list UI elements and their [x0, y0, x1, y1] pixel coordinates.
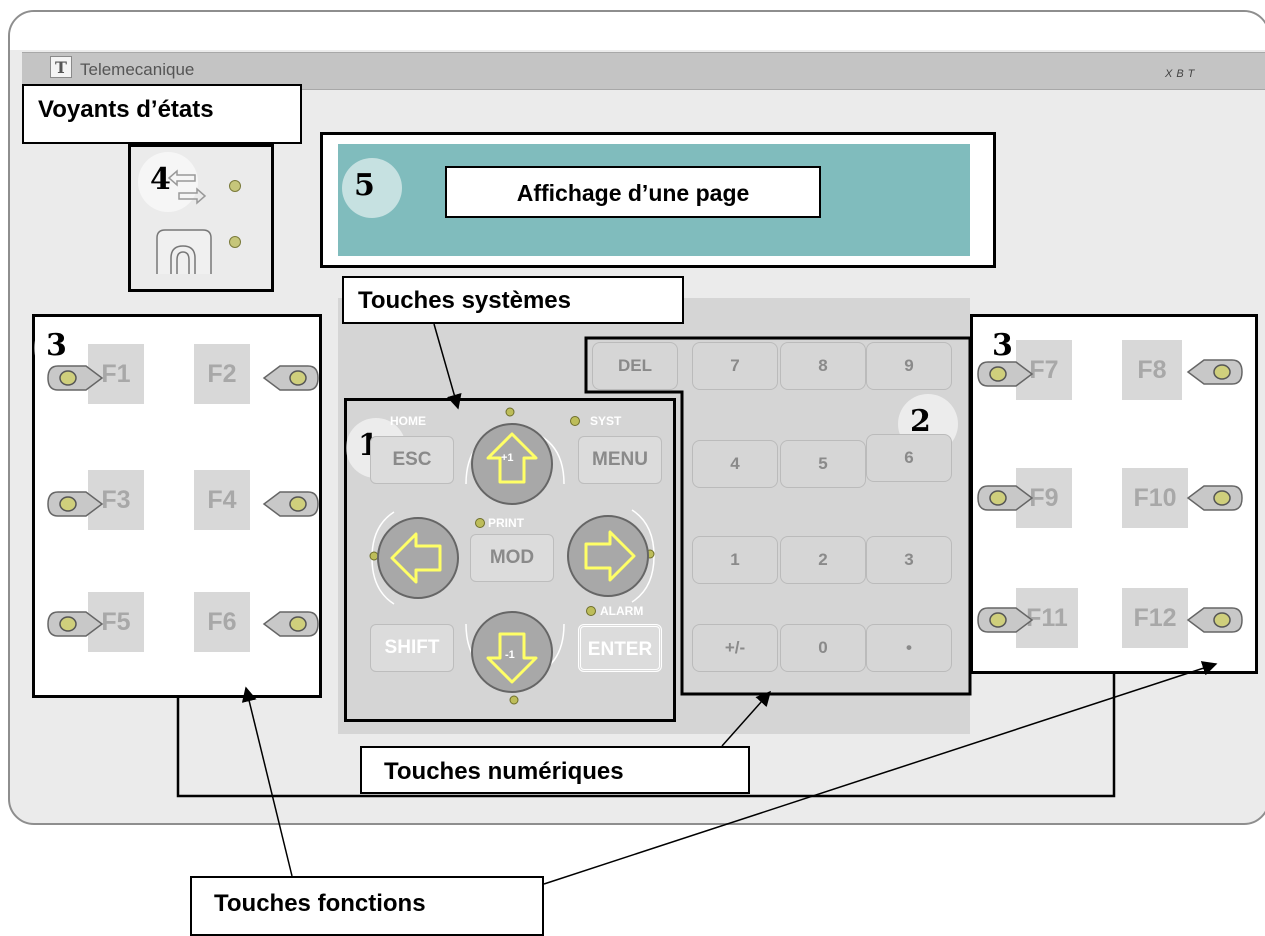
- f8-key[interactable]: F8: [1122, 340, 1182, 400]
- key-2[interactable]: 2: [780, 536, 866, 584]
- status-lights-frame: [128, 144, 274, 292]
- panel-top-band: [10, 12, 1265, 50]
- dot-key[interactable]: •: [866, 624, 952, 672]
- brand-logo: T: [50, 56, 72, 78]
- f9-key[interactable]: F9: [1016, 468, 1072, 528]
- f6-key[interactable]: F6: [194, 592, 250, 652]
- brand-bar: [22, 52, 1265, 90]
- badge-display-number: 5: [354, 168, 375, 203]
- shift-key[interactable]: SHIFT: [370, 624, 454, 672]
- up-arrow-label: +1: [501, 452, 514, 464]
- model-name: XBT: [1165, 68, 1199, 80]
- alarm-led: [586, 606, 596, 616]
- f8-led-icon: [1186, 359, 1243, 385]
- callout-function-keys: Touches fonctions: [190, 876, 544, 936]
- mod-key[interactable]: MOD: [470, 534, 554, 582]
- down-arrow-key[interactable]: [460, 604, 570, 708]
- key-0[interactable]: 0: [780, 624, 866, 672]
- f6-led-icon: [262, 611, 319, 637]
- battery-icon: [156, 229, 212, 274]
- syst-led: [570, 416, 580, 426]
- callout-numeric-keys: Touches numériques: [360, 746, 750, 794]
- callout-system-keys: Touches systèmes: [342, 276, 684, 324]
- key-9[interactable]: 9: [866, 342, 952, 390]
- status-led-communication: [229, 180, 241, 192]
- left-arrow-key[interactable]: [366, 506, 470, 610]
- enter-key[interactable]: ENTER: [578, 624, 662, 672]
- f11-led-icon: [977, 607, 1034, 633]
- f7-led-icon: [977, 361, 1034, 387]
- esc-key[interactable]: ESC: [370, 436, 454, 484]
- key-3[interactable]: 3: [866, 536, 952, 584]
- f10-key[interactable]: F10: [1122, 468, 1188, 528]
- key-4[interactable]: 4: [692, 440, 778, 488]
- badge-numeric-number: 2: [910, 404, 931, 439]
- badge-function-left-number: 3: [46, 328, 67, 363]
- syst-label: SYST: [590, 414, 622, 428]
- f12-led-icon: [1186, 607, 1243, 633]
- badge-status-number: 4: [150, 162, 171, 197]
- f3-key[interactable]: F3: [88, 470, 144, 530]
- f10-led-icon: [1186, 485, 1243, 511]
- f2-key[interactable]: F2: [194, 344, 250, 404]
- callout-status-lights: Voyants d’états: [22, 84, 302, 144]
- f12-key[interactable]: F12: [1122, 588, 1188, 648]
- menu-key[interactable]: MENU: [578, 436, 662, 484]
- del-key[interactable]: DEL: [592, 342, 678, 390]
- badge-status: 4: [138, 152, 198, 212]
- key-5[interactable]: 5: [780, 440, 866, 488]
- system-keys-frame: [344, 398, 676, 722]
- f9-led-icon: [977, 485, 1034, 511]
- key-7[interactable]: 7: [692, 342, 778, 390]
- f5-led-icon: [47, 611, 104, 637]
- print-led: [475, 518, 485, 528]
- key-1[interactable]: 1: [692, 536, 778, 584]
- home-label: HOME: [390, 414, 426, 428]
- up-arrow-key[interactable]: [460, 404, 570, 508]
- key-6[interactable]: 6: [866, 434, 952, 482]
- alarm-label: ALARM: [600, 604, 644, 618]
- print-label: PRINT: [488, 516, 524, 530]
- status-led-battery: [229, 236, 241, 248]
- badge-function-right-number: 3: [992, 328, 1013, 363]
- numeric-keys-frame: [584, 336, 972, 696]
- communication-icon: [167, 169, 207, 205]
- key-8[interactable]: 8: [780, 342, 866, 390]
- badge-display: 5: [342, 158, 402, 218]
- f2-led-icon: [262, 365, 319, 391]
- plus-minus-key[interactable]: +/-: [692, 624, 778, 672]
- f3-led-icon: [47, 491, 104, 517]
- f4-led-icon: [262, 491, 319, 517]
- brand-name: Telemecanique: [80, 60, 195, 79]
- callout-page-display: Affichage d’une page: [445, 166, 821, 218]
- down-arrow-label: -1: [505, 649, 515, 661]
- f4-key[interactable]: F4: [194, 470, 250, 530]
- right-arrow-key[interactable]: [556, 504, 660, 608]
- f1-led-icon: [47, 365, 104, 391]
